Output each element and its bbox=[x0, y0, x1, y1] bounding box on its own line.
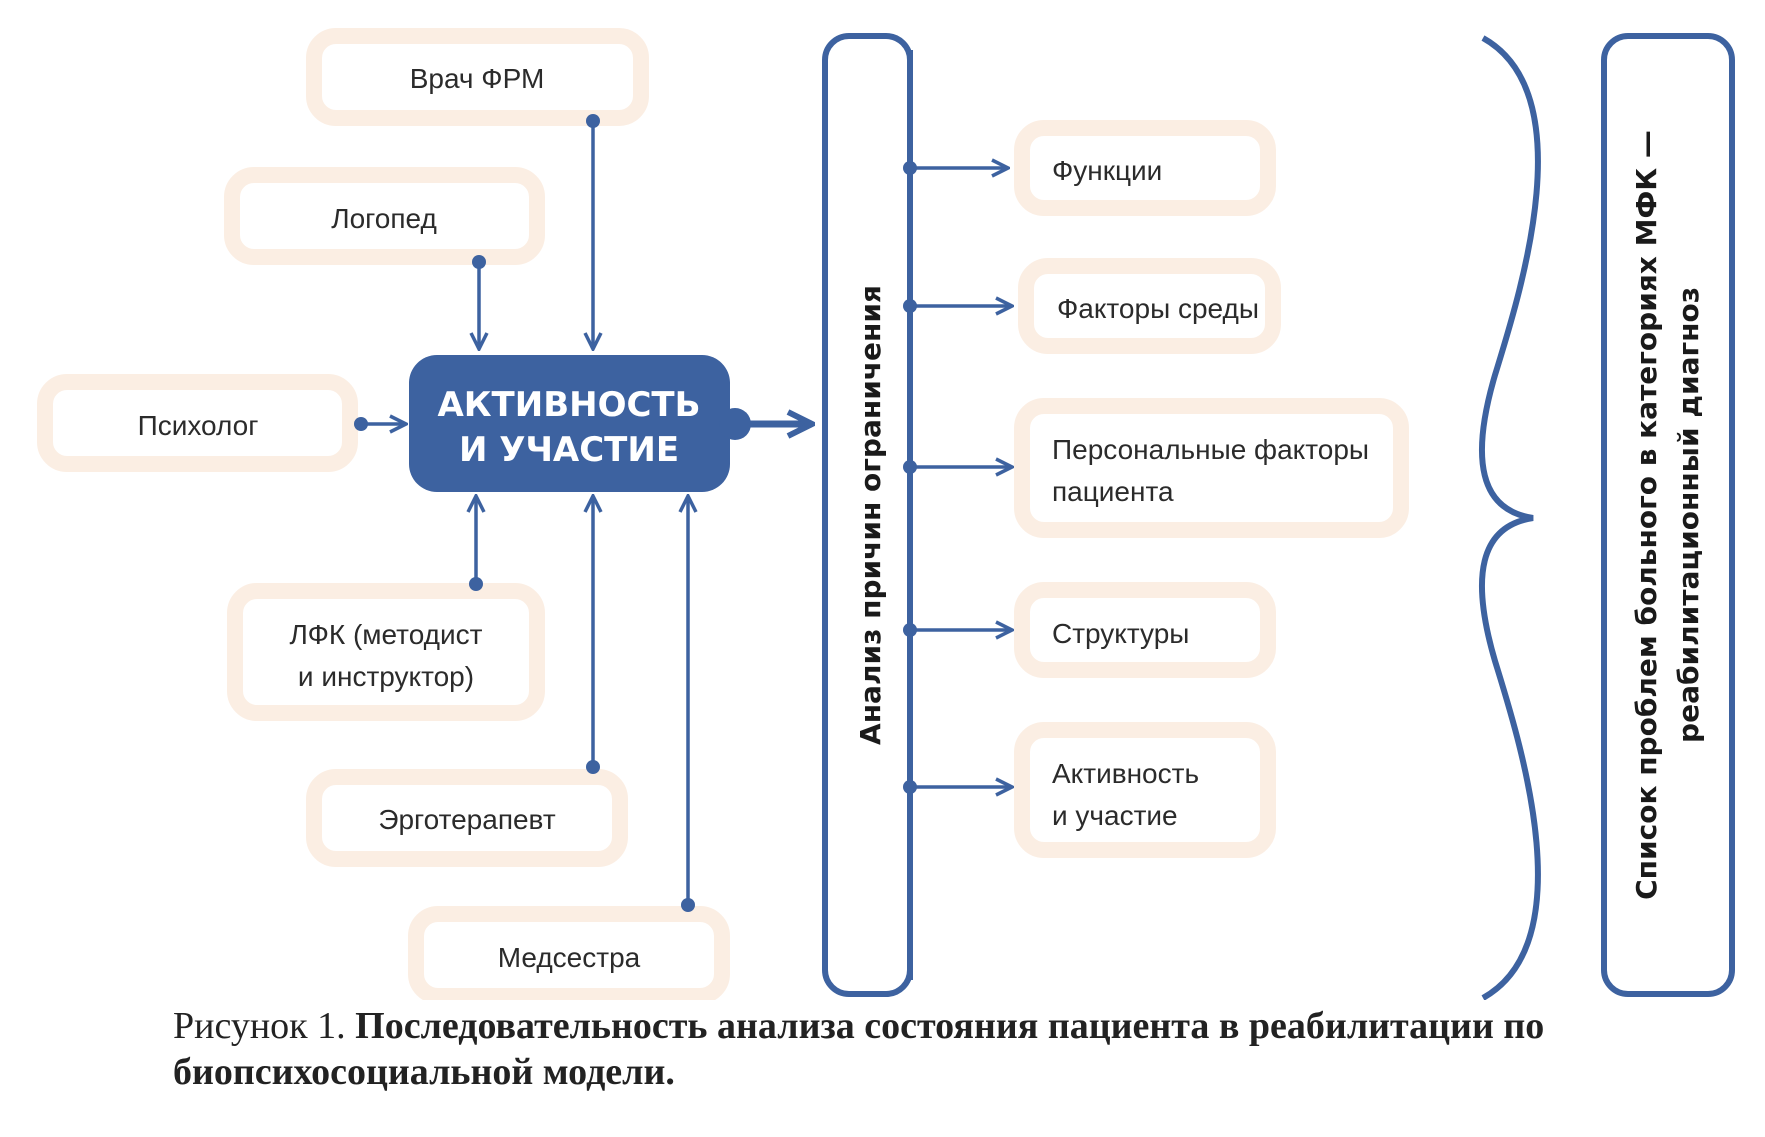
role-box-nurse: Медсестра bbox=[408, 906, 730, 1000]
role-box-speech-therapist: Логопед bbox=[224, 167, 545, 265]
caption-prefix: Рисунок 1. bbox=[173, 1005, 356, 1047]
factor-connectors bbox=[903, 161, 1012, 794]
factor-label-personal-2: пациента bbox=[1052, 476, 1174, 507]
role-label-doctor: Врач ФРМ bbox=[410, 63, 545, 94]
role-label-nurse: Медсестра bbox=[498, 942, 641, 973]
role-connectors bbox=[354, 114, 695, 912]
factor-label-structures: Структуры bbox=[1052, 618, 1189, 649]
factor-label-personal-1: Персональные факторы bbox=[1052, 434, 1369, 465]
factor-label-activity-2: и участие bbox=[1052, 800, 1178, 831]
role-box-occupational-therapist: Эрготерапевт bbox=[306, 769, 628, 867]
result-label-2: реабилитационный диагноз bbox=[1672, 287, 1705, 743]
factor-box-personal: Персональные факторы пациента bbox=[1014, 398, 1409, 538]
role-box-doctor: Врач ФРМ bbox=[306, 28, 649, 126]
role-label-psychologist: Психолог bbox=[138, 410, 259, 441]
center-box-activity: АКТИВНОСТЬ И УЧАСТИЕ bbox=[409, 355, 812, 492]
center-label-1: АКТИВНОСТЬ bbox=[437, 385, 700, 425]
result-label-1: Список проблем больного в категориях МФК… bbox=[1630, 130, 1663, 900]
caption-title: Последовательность анализа состояния пац… bbox=[173, 1005, 1545, 1093]
factor-box-structures: Структуры bbox=[1014, 582, 1276, 678]
role-label-occupational-therapist: Эрготерапевт bbox=[378, 804, 555, 835]
factor-label-functions: Функции bbox=[1052, 155, 1162, 186]
center-label-2: И УЧАСТИЕ bbox=[459, 430, 679, 470]
curly-brace bbox=[1478, 35, 1541, 1000]
role-label-physical-therapy-1: ЛФК (методист bbox=[290, 619, 483, 650]
factor-label-environment: Факторы среды bbox=[1057, 293, 1259, 324]
factor-box-environment: Факторы среды bbox=[1018, 258, 1281, 354]
analysis-label: Анализ причин ограничения bbox=[854, 285, 887, 745]
role-box-psychologist: Психолог bbox=[37, 374, 358, 472]
factor-box-functions: Функции bbox=[1014, 120, 1276, 216]
factor-label-activity-1: Активность bbox=[1052, 758, 1199, 789]
diagram-canvas: Врач ФРМ Логопед Психолог ЛФК (методист … bbox=[37, 28, 1735, 1000]
role-label-speech-therapist: Логопед bbox=[331, 203, 437, 234]
figure-caption: Рисунок 1. Последовательность анализа со… bbox=[173, 1003, 1733, 1095]
role-box-physical-therapy: ЛФК (методист и инструктор) bbox=[227, 583, 545, 721]
factor-box-activity: Активность и участие bbox=[1014, 722, 1276, 858]
role-label-physical-therapy-2: и инструктор) bbox=[298, 661, 474, 692]
analysis-box: Анализ причин ограничения bbox=[822, 33, 913, 997]
result-box: Список проблем больного в категориях МФК… bbox=[1601, 33, 1735, 997]
